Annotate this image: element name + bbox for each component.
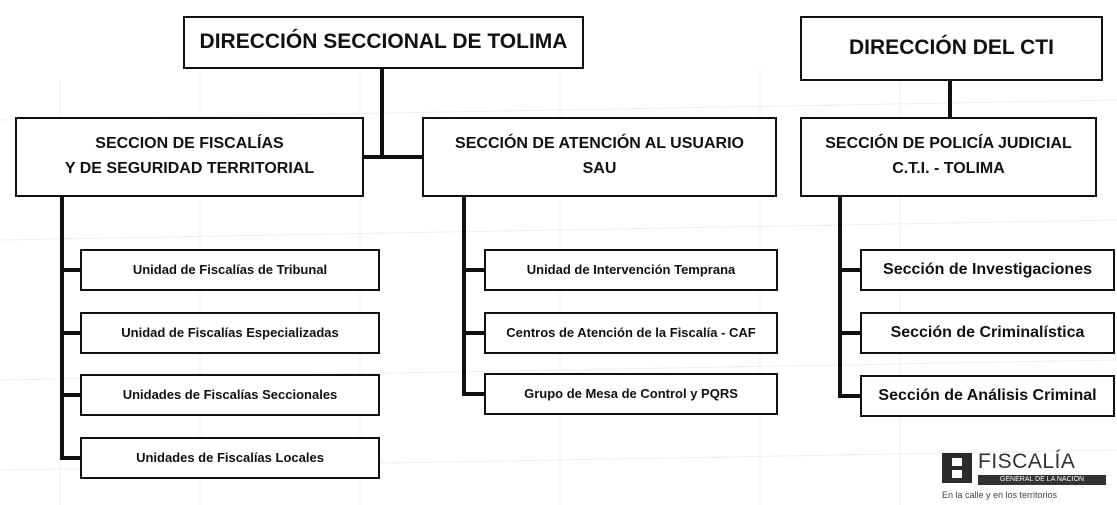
box-label-line-1: SECCION DE FISCALÍAS <box>95 135 284 153</box>
box-direccion-cti: DIRECCIÓN DEL CTI <box>800 16 1103 81</box>
connector-cti-branch-3 <box>838 394 860 398</box>
connector-atencion-branch-2 <box>462 331 484 335</box>
connector-atencion-branch-3 <box>462 392 484 396</box>
box-label: DIRECCIÓN DEL CTI <box>849 36 1054 60</box>
logo-name: FISCALÍA <box>978 450 1076 473</box>
logo-subtitle: GENERAL DE LA NACIÓN <box>978 475 1106 485</box>
connector-atencion-trunk <box>462 197 466 394</box>
connector-cti-down <box>948 81 952 117</box>
box-label: Unidad de Fiscalías de Tribunal <box>132 261 328 277</box>
connector-cti-branch-1 <box>838 268 860 272</box>
connector-fiscalias-branch-4 <box>60 456 80 460</box>
box-label: Sección de Análisis Criminal <box>878 386 1097 404</box>
box-label: Sección de Investigaciones <box>883 260 1092 278</box>
box-seccion-fiscalias: SECCION DE FISCALÍAS Y DE SEGURIDAD TERR… <box>15 117 364 197</box>
box-seccion-analisis-criminal: Sección de Análisis Criminal <box>860 375 1115 417</box>
connector-fiscalias-branch-2 <box>60 331 80 335</box>
connector-cti-branch-2 <box>838 331 860 335</box>
box-label-line-1: SECCIÓN DE POLICÍA JUDICIAL <box>825 135 1072 153</box>
logo-tagline: En la calle y en los territorios <box>942 490 1058 500</box>
box-label-line-1: SECCIÓN DE ATENCIÓN AL USUARIO <box>455 135 744 153</box>
box-label: Unidades de Fiscalías Seccionales <box>122 386 338 402</box>
box-unidades-fiscalias-seccionales: Unidades de Fiscalías Seccionales <box>80 374 380 416</box>
box-label-line-2: C.T.I. - TOLIMA <box>892 160 1005 177</box>
box-label: Sección de Criminalística <box>890 323 1085 341</box>
connector-sections-horizontal <box>364 155 422 159</box>
box-unidad-fiscalias-especializadas: Unidad de Fiscalías Especializadas <box>80 312 380 354</box>
connector-atencion-branch-1 <box>462 268 484 272</box>
box-unidad-fiscalias-tribunal: Unidad de Fiscalías de Tribunal <box>80 249 380 291</box>
box-label: Centros de Atención de la Fiscalía - CAF <box>506 324 756 340</box>
box-label: Unidad de Intervención Temprana <box>526 261 736 277</box>
box-label: Unidad de Fiscalías Especializadas <box>121 324 339 340</box>
fiscalia-emblem-icon <box>942 453 972 483</box>
box-direccion-seccional-tolima: DIRECCIÓN SECCIONAL DE TOLIMA <box>183 16 584 69</box>
box-centros-atencion-caf: Centros de Atención de la Fiscalía - CAF <box>484 312 778 354</box>
box-seccion-investigaciones: Sección de Investigaciones <box>860 249 1115 291</box>
connector-fiscalias-trunk <box>60 197 64 458</box>
box-seccion-criminalistica: Sección de Criminalística <box>860 312 1115 354</box>
box-seccion-atencion-usuario: SECCIÓN DE ATENCIÓN AL USUARIO SAU <box>422 117 777 197</box>
connector-tolima-down <box>380 69 384 158</box>
box-label-line-2: Y DE SEGURIDAD TERRITORIAL <box>64 160 315 177</box>
box-seccion-policia-judicial: SECCIÓN DE POLICÍA JUDICIAL C.T.I. - TOL… <box>800 117 1097 197</box>
box-unidad-intervencion-temprana: Unidad de Intervención Temprana <box>484 249 778 291</box>
box-label: Grupo de Mesa de Control y PQRS <box>524 385 738 401</box>
connector-cti-trunk <box>838 197 842 397</box>
connector-fiscalias-branch-3 <box>60 393 80 397</box>
connector-fiscalias-branch-1 <box>60 268 80 272</box>
box-label: Unidades de Fiscalías Locales <box>136 449 324 465</box>
box-label: DIRECCIÓN SECCIONAL DE TOLIMA <box>199 30 568 54</box>
fiscalia-logo: FISCALÍA GENERAL DE LA NACIÓN En la call… <box>936 448 1116 504</box>
box-label-line-2: SAU <box>582 160 617 177</box>
box-grupo-mesa-control-pqrs: Grupo de Mesa de Control y PQRS <box>484 373 778 415</box>
box-unidades-fiscalias-locales: Unidades de Fiscalías Locales <box>80 437 380 479</box>
